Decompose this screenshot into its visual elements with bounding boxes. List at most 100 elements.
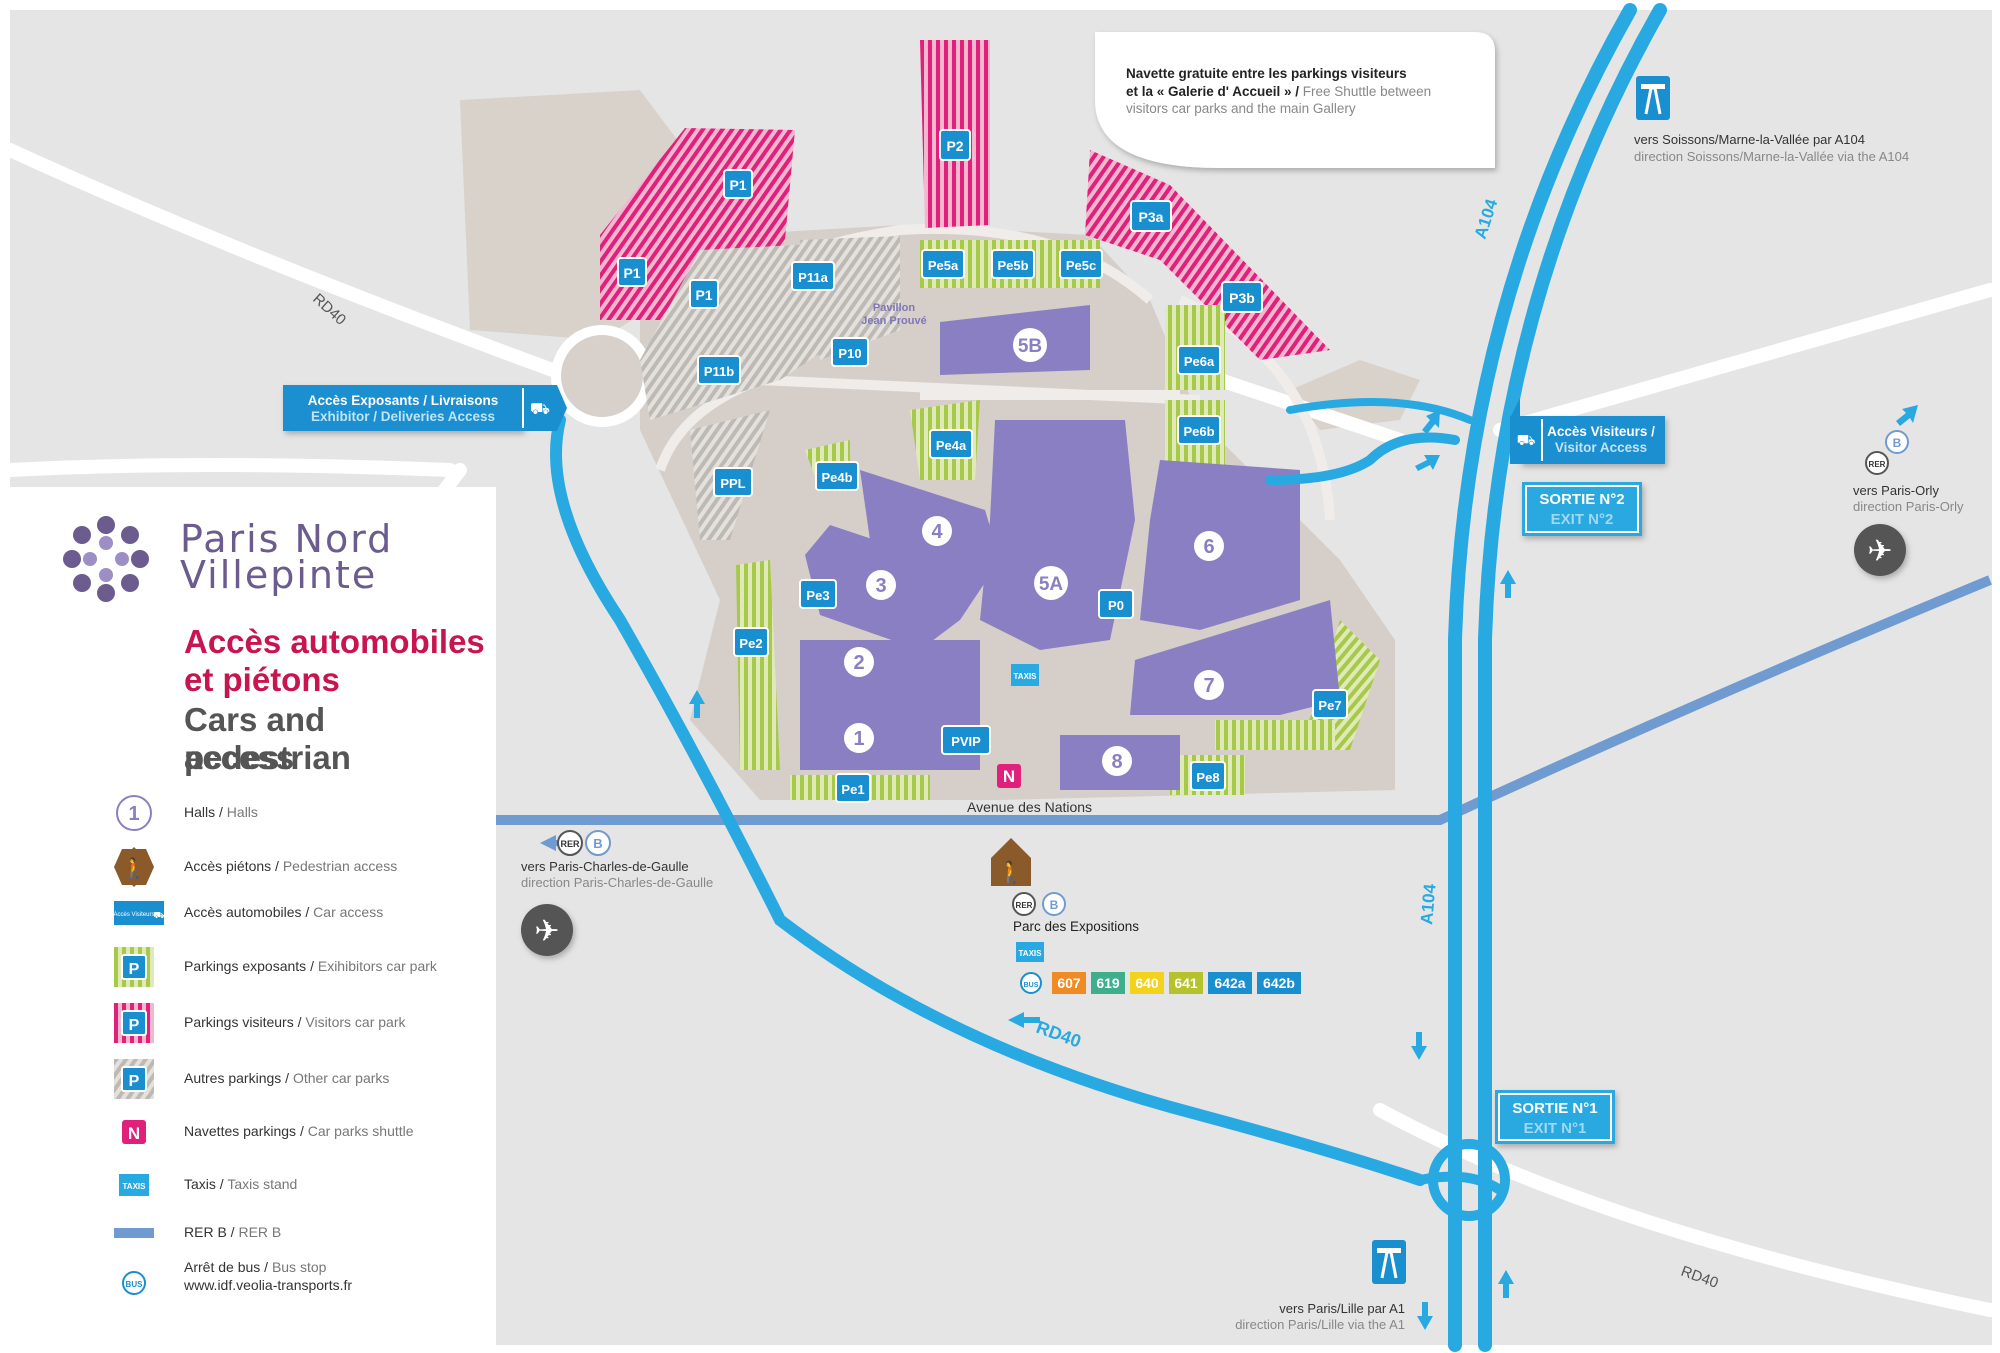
parking-sign-pvip: PVIP: [941, 725, 991, 755]
parking-sign-pe6a: Pe6a: [1177, 345, 1221, 375]
pavilion-line2: Jean Prouvé: [861, 315, 926, 327]
dir-cdg-fr: vers Paris-Charles-de-Gaulle: [521, 859, 689, 874]
rer-badge-orly: RER B: [1865, 430, 1909, 475]
bus-line-chip: 619: [1091, 972, 1125, 994]
svg-text:P1: P1: [695, 287, 712, 303]
bus-line-label: 640: [1135, 975, 1159, 991]
parking-sign-pe3: Pe3: [799, 579, 837, 609]
visitor-access-sign[interactable]: ⛟ Accès Visiteurs / Visitor Access: [1510, 398, 1665, 464]
hall-label: 3: [875, 575, 886, 597]
bus-website[interactable]: www.idf.veolia-transports.fr: [184, 1277, 353, 1293]
svg-text:Pe3: Pe3: [806, 588, 829, 603]
svg-text:🚶: 🚶: [122, 856, 147, 880]
legend-label-en: Car parks shuttle: [307, 1123, 414, 1139]
road-visitor-access: [1286, 398, 1474, 424]
legend-label-en: Bus stop: [271, 1259, 327, 1275]
parking-sign-pe4a: Pe4a: [929, 429, 973, 459]
road-a104-west: [1448, 3, 1637, 1352]
exhibitor-access-sign[interactable]: Accès Exposants / Livraisons Exhibitor /…: [283, 385, 567, 431]
shuttle-icon: N: [122, 1120, 146, 1144]
shuttle-letter: N: [1003, 767, 1015, 786]
svg-text:P0: P0: [1108, 598, 1124, 613]
south-interchange: [1428, 1139, 1510, 1221]
exit1-en: EXIT N°1: [1524, 1120, 1587, 1137]
bus-line-chip: 607: [1052, 972, 1086, 994]
svg-text:P3a: P3a: [1139, 209, 1164, 225]
taxi-icon-text: TAXIS: [1019, 949, 1043, 958]
svg-text:Pe6a: Pe6a: [1184, 354, 1215, 369]
legend-item-halls: 1 Halls / Halls: [10, 793, 496, 833]
svg-text:Pe4b: Pe4b: [821, 470, 852, 485]
legend-title-en-line1: Cars and pedestrian: [184, 701, 351, 776]
hall-5a-shape: [980, 420, 1135, 650]
parking-sign-pe5a: Pe5a: [921, 249, 965, 279]
parking-sign-p11b: P11b: [697, 355, 741, 385]
road-rd40: [550, 414, 1426, 1186]
legend-label-en: Car access: [313, 904, 384, 920]
svg-text:P10: P10: [838, 346, 861, 361]
motorway-icon: [1636, 76, 1670, 120]
parking-sign-pe1: Pe1: [835, 773, 871, 803]
svg-text:P3b: P3b: [1229, 290, 1255, 306]
legend-label-fr: RER B /: [184, 1224, 239, 1240]
exit2-fr: SORTIE N°2: [1539, 491, 1624, 508]
rer-line-icon: [114, 1228, 154, 1238]
hall-5b-marker: 5B: [1013, 328, 1047, 362]
parc-expo-label: Parc des Expositions: [1013, 919, 1139, 934]
car-icon: ⛟: [530, 401, 550, 418]
hall-2-marker: 2: [844, 647, 874, 677]
legend-title-en-line2: access: [184, 739, 295, 776]
legend-label-fr: Accès automobiles /: [184, 904, 314, 920]
roundabout: [551, 325, 653, 427]
legend-title-fr-line1: Accès automobiles: [184, 623, 485, 660]
bus-line-chip: 642a: [1208, 972, 1252, 994]
pavilion-line1: Pavillon: [873, 302, 915, 314]
svg-text:P: P: [129, 1073, 140, 1090]
parking-sign-p2: P2: [939, 129, 971, 161]
legend-label-en: Pedestrian access: [282, 858, 398, 874]
visitor-parking-icon: P: [114, 1003, 154, 1043]
parking-sign-ppl: PPL: [713, 467, 753, 497]
logo-mark: [63, 516, 149, 602]
legend-label-fr: Autres parkings /: [184, 1070, 293, 1086]
parking-shuttle-marker: N: [997, 764, 1021, 788]
svg-text:P: P: [129, 1017, 140, 1034]
exit2-en: EXIT N°2: [1551, 511, 1614, 528]
hall-4-marker: 4: [922, 516, 952, 546]
legend-label-en: Visitors car park: [305, 1014, 406, 1030]
legend-label-fr: Navettes parkings /: [184, 1123, 308, 1139]
legend-label-fr: Parkings exposants /: [184, 958, 318, 974]
bus-line-chip: 640: [1130, 972, 1164, 994]
svg-text:Pe6b: Pe6b: [1183, 424, 1214, 439]
svg-text:Pe5c: Pe5c: [1066, 258, 1096, 273]
taxi-marker-text: TAXIS: [1014, 672, 1038, 681]
svg-text:Pe5b: Pe5b: [997, 258, 1028, 273]
dir-paris-lille-en: direction Paris/Lille via the A1: [1235, 1317, 1405, 1332]
hall-5a-marker: 5A: [1034, 566, 1068, 600]
dir-soissons-en: direction Soissons/Marne-la-Vallée via t…: [1634, 149, 1909, 164]
legend-label-fr: Halls /: [184, 804, 227, 820]
exit1-fr: SORTIE N°1: [1512, 1100, 1597, 1117]
legend-label-en: Taxis stand: [227, 1176, 298, 1192]
shuttle-note-line2-fr: et la « Galerie d' Accueil » /: [1126, 84, 1303, 99]
parking-sign-pe7: Pe7: [1312, 689, 1348, 719]
hall-7-marker: 7: [1194, 670, 1224, 700]
main-roads: [550, 3, 1667, 1352]
bus-stop-icon: BUS: [1020, 972, 1042, 994]
legend-panel: Paris Nord Villepinte Accès automobiles …: [10, 487, 496, 1345]
bus-line-chip: 641: [1169, 972, 1203, 994]
bus-line-label: 619: [1096, 975, 1120, 991]
legend-label-fr: Arrêt de bus /: [184, 1259, 272, 1275]
shuttle-note-line3: visitors car parks and the main Gallery: [1126, 101, 1356, 116]
hall-number-icon: 1: [116, 795, 152, 831]
shuttle-note-line2-en: Free Shuttle between: [1303, 84, 1431, 99]
hall-label: 1: [853, 728, 864, 750]
legend-item-visitor-parking: P Parkings visiteurs / Visitors car park: [10, 1003, 496, 1043]
taxi-icon: TAXIS: [119, 1174, 149, 1196]
hall-markers: 1 2 3 4 5A 5B 6 7 8: [844, 328, 1224, 776]
svg-text:⛟: ⛟: [153, 910, 164, 920]
parking-sign-p3b: P3b: [1221, 281, 1263, 313]
parking-sign-pe5b: Pe5b: [991, 249, 1035, 279]
